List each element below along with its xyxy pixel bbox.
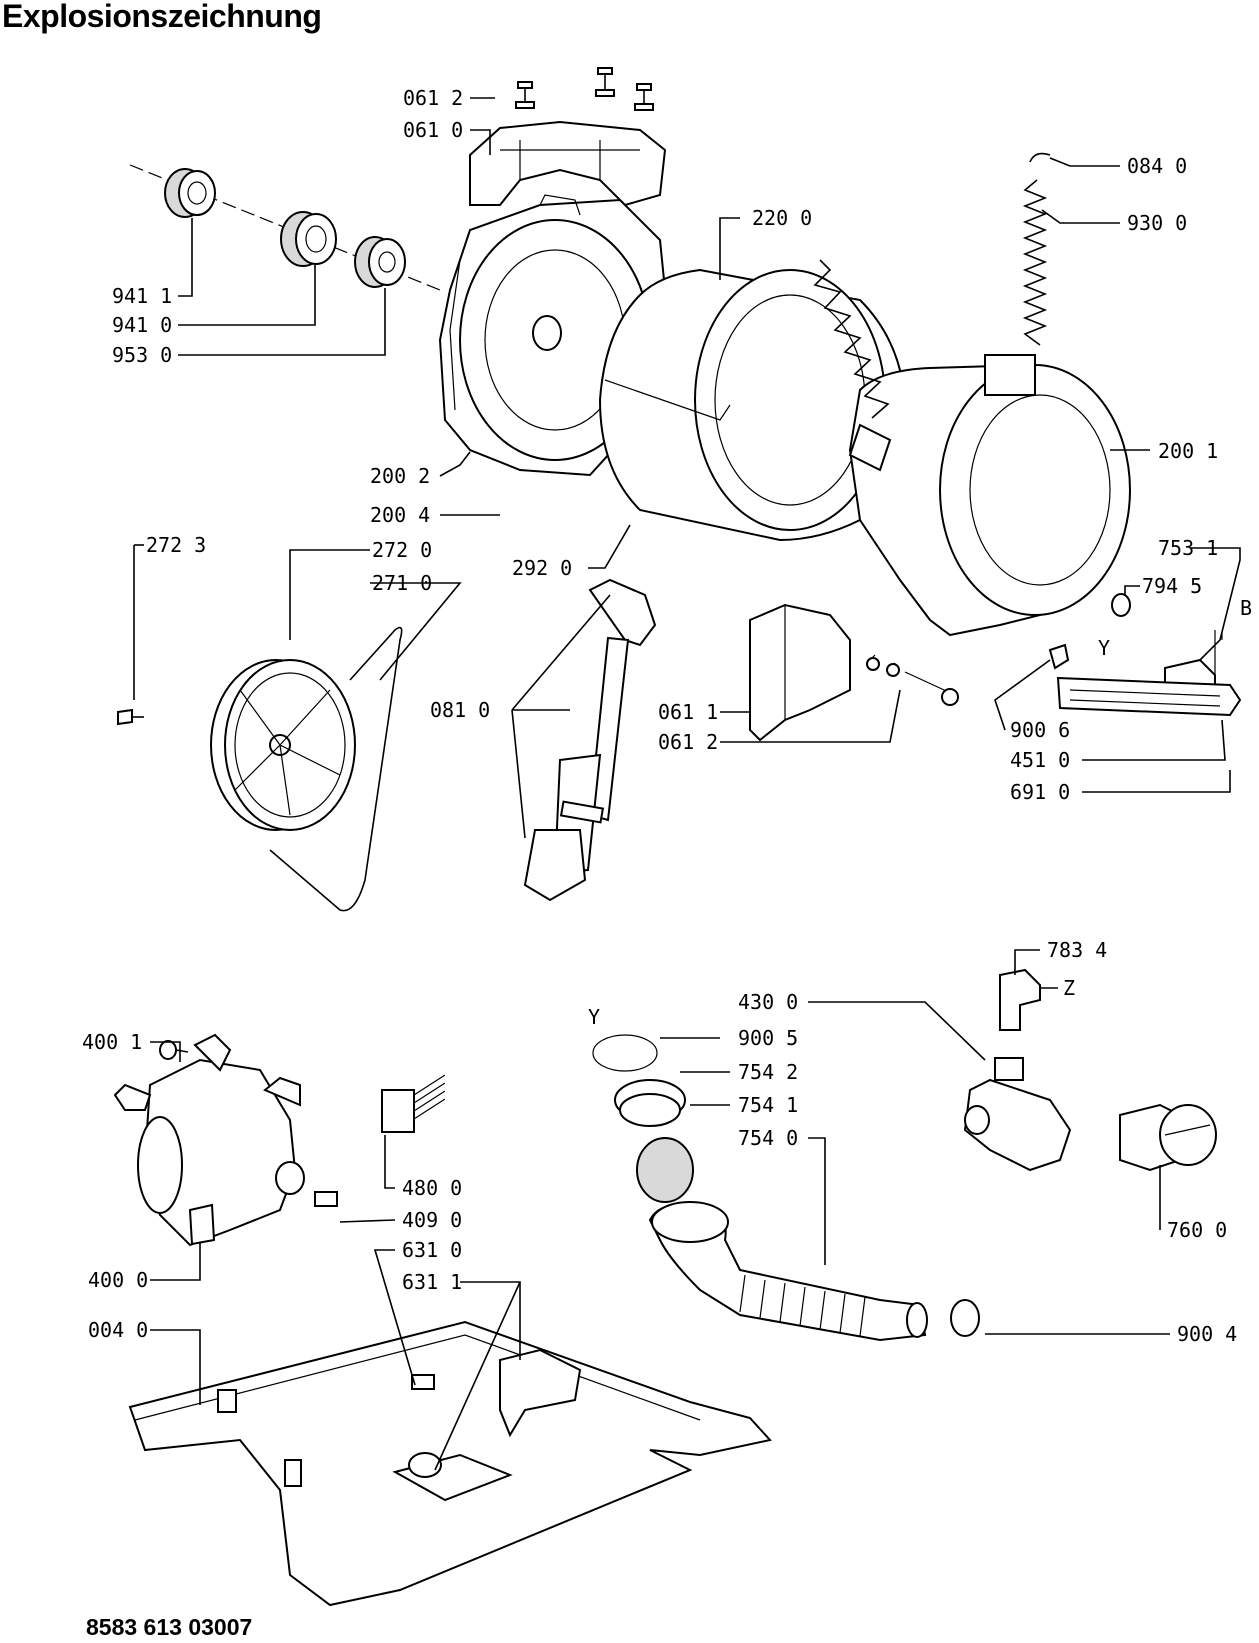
label-754-0: 754 0 (738, 1126, 798, 1150)
label-220-0: 220 0 (752, 206, 812, 230)
label-200-2: 200 2 (370, 464, 430, 488)
label-272-0: 272 0 (372, 538, 432, 562)
label-900-5: 900 5 (738, 1026, 798, 1050)
leader-lines (133, 97, 1241, 1471)
label-400-0: 400 0 (88, 1268, 148, 1292)
label-941-1: 941 1 (112, 284, 172, 308)
label-760-0: 760 0 (1167, 1218, 1227, 1242)
shock-absorber-part (523, 578, 657, 902)
page-title: Explosionszeichnung (2, 0, 322, 34)
label-061-2: 061 2 (658, 730, 718, 754)
label-200-1: 200 1 (1158, 439, 1218, 463)
label-Y-bottom: Y (588, 1005, 600, 1029)
label-900-4: 900 4 (1177, 1322, 1237, 1346)
label-200-4: 200 4 (370, 503, 430, 527)
label-941-0: 941 0 (112, 313, 172, 337)
part-labels: 061 2 061 0 084 0 220 0 930 0 941 1 941 … (82, 86, 1252, 1346)
pump-part (963, 968, 1072, 1172)
label-B: B (1240, 596, 1252, 620)
label-794-5: 794 5 (1142, 574, 1202, 598)
label-480-0: 480 0 (402, 1176, 462, 1200)
filter-part (1119, 1103, 1217, 1172)
counterweight-part (749, 603, 959, 742)
label-753-1: 753 1 (1158, 536, 1218, 560)
label-Y-top: Y (1098, 636, 1110, 660)
seal-part (592, 1034, 694, 1203)
label-691-0: 691 0 (1010, 780, 1070, 804)
front-tub-part (848, 354, 1131, 637)
label-631-1: 631 1 (402, 1270, 462, 1294)
bearing-part (129, 164, 441, 291)
label-409-0: 409 0 (402, 1208, 462, 1232)
label-930-0: 930 0 (1127, 211, 1187, 235)
pulley-part (210, 626, 403, 912)
document-number: 8583 613 03007 (86, 1614, 253, 1640)
label-754-1: 754 1 (738, 1093, 798, 1117)
label-061-1: 061 1 (658, 700, 718, 724)
motor-part (113, 1033, 305, 1247)
heater-part (1056, 676, 1242, 717)
clamp-part (950, 1299, 980, 1337)
spring-part (813, 152, 1051, 472)
label-451-0: 451 0 (1010, 748, 1070, 772)
label-783-4: 783 4 (1047, 938, 1107, 962)
label-004-0: 004 0 (88, 1318, 148, 1342)
label-061-0: 061 0 (403, 118, 463, 142)
label-754-2: 754 2 (738, 1060, 798, 1084)
label-900-6: 900 6 (1010, 718, 1070, 742)
drain-hose-part (648, 1201, 928, 1342)
label-271-0: 271 0 (372, 571, 432, 595)
label-292-0: 292 0 (512, 556, 572, 580)
connector-part (314, 1074, 446, 1207)
label-061-2-top: 061 2 (403, 86, 463, 110)
label-272-3: 272 3 (146, 533, 206, 557)
label-430-0: 430 0 (738, 990, 798, 1014)
base-plate-part (128, 1320, 772, 1607)
label-631-0: 631 0 (402, 1238, 462, 1262)
bracket-part (469, 120, 667, 207)
label-081-0: 081 0 (430, 698, 490, 722)
drum-part (598, 268, 907, 542)
screw-part (117, 708, 144, 726)
label-953-0: 953 0 (112, 343, 172, 367)
bolt-part (515, 67, 654, 111)
label-400-1: 400 1 (82, 1030, 142, 1054)
label-Z: Z (1063, 976, 1075, 1000)
label-084-0: 084 0 (1127, 154, 1187, 178)
